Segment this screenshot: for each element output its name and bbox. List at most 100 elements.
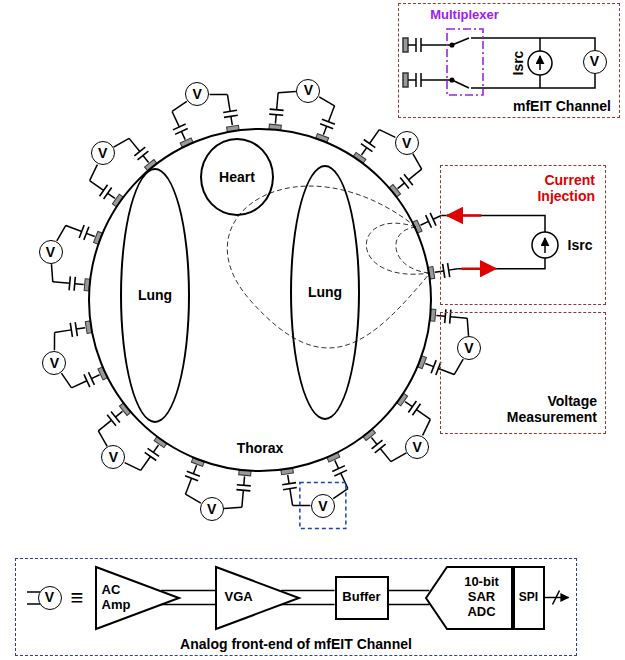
switch-pivot	[450, 43, 454, 47]
wire	[54, 333, 56, 351]
voltmeter-symbol: V	[395, 131, 419, 155]
spi-output	[545, 591, 569, 605]
node-label: V	[46, 244, 55, 260]
wire	[172, 101, 187, 111]
capacitor-plate	[332, 466, 345, 472]
heart-outline: Heart	[200, 138, 274, 216]
node-label: Voltage Measurement	[487, 393, 597, 425]
wire	[243, 476, 245, 485]
capacitor-plate	[443, 264, 445, 278]
shape-outline	[446, 28, 484, 96]
current-field-line	[396, 227, 430, 273]
source-label: Isrc	[510, 51, 526, 76]
wire	[421, 79, 452, 81]
electrode-pad	[397, 393, 408, 406]
multiplexer-box: Multiplexer	[446, 28, 484, 96]
adc-outline	[426, 567, 512, 629]
capacitor-plate	[75, 322, 77, 336]
wire	[421, 44, 452, 46]
wire	[323, 126, 326, 134]
current-field-line	[227, 186, 430, 348]
wire	[210, 94, 228, 96]
wire	[420, 221, 428, 225]
wire	[371, 438, 377, 445]
signal-wire	[389, 591, 430, 605]
node-label: V	[192, 86, 201, 102]
wire	[53, 282, 70, 283]
node-label: VGA	[225, 590, 253, 605]
node-label: Multiplexer	[430, 8, 499, 23]
node-label: V	[207, 501, 216, 517]
switch-blade	[452, 38, 469, 45]
lung-outline: Lung	[290, 165, 360, 420]
capacitor-plate	[364, 140, 375, 148]
electrode-pad	[363, 429, 375, 440]
wire	[172, 111, 179, 126]
wire	[90, 181, 104, 191]
injection-panel: Current Injection	[440, 165, 606, 305]
wire	[370, 130, 380, 144]
wire	[114, 138, 129, 147]
wire	[416, 410, 430, 420]
wire	[185, 478, 191, 494]
electrode-wiring	[51, 91, 558, 528]
wire	[379, 130, 395, 138]
current-source-symbol	[532, 232, 558, 258]
node-label: V	[109, 449, 118, 465]
vga-symbol: VGA	[215, 566, 300, 630]
capacitor-plate	[88, 372, 94, 385]
capacitor-plate	[269, 114, 283, 115]
electrode-pad	[180, 138, 193, 148]
node-label: Analog front-end of mfEIT Channel	[180, 636, 412, 652]
electrode-pad	[98, 367, 108, 380]
equivalence-sign: ≡	[71, 585, 84, 610]
capacitor-plate	[224, 115, 238, 117]
source-label: Isrc	[568, 237, 593, 253]
channel-panel: mfEIT ChannelMultiplexerV	[398, 3, 620, 118]
voltmeter-symbol: V	[583, 50, 607, 74]
wire	[115, 411, 122, 417]
wire	[224, 507, 242, 508]
wire	[471, 38, 595, 50]
capacitor-plate	[334, 470, 347, 476]
wire	[319, 97, 334, 106]
node-label: V	[98, 145, 107, 161]
voltmeter-symbol: V	[101, 445, 125, 469]
wire	[278, 91, 296, 92]
node-label: V	[464, 340, 473, 356]
wire	[391, 453, 406, 462]
wire	[277, 93, 278, 110]
wire	[408, 79, 416, 81]
voltmeter-symbol: V	[405, 435, 429, 459]
voltmeter-symbol: V	[91, 141, 115, 165]
triangle-outline	[216, 567, 299, 629]
capacitor-plate	[431, 360, 436, 373]
capacitor-plate	[187, 471, 200, 476]
wire	[76, 328, 85, 329]
lung-outline: Lung	[120, 168, 190, 423]
capacitor-plate	[237, 485, 251, 486]
spi-box: SPI	[513, 566, 545, 630]
highlight-box	[300, 483, 346, 529]
wire	[51, 264, 52, 282]
wire	[328, 106, 334, 122]
wire	[75, 283, 84, 285]
voltmeter-symbol: V	[38, 586, 62, 610]
wire	[425, 363, 433, 366]
wire	[193, 465, 196, 473]
wire	[441, 215, 545, 232]
wire	[408, 169, 421, 180]
switch-pivot	[450, 78, 454, 82]
current-arrow	[544, 238, 546, 253]
wire	[66, 225, 82, 231]
capacitor-plate	[282, 483, 296, 485]
voltmeter-symbol: V	[42, 351, 66, 375]
electrode-pad	[191, 457, 204, 466]
current-field-line	[366, 223, 430, 274]
voltmeter-symbol: V	[39, 240, 63, 264]
injection-arrow	[447, 214, 481, 217]
node-label: AC Amp	[102, 583, 142, 613]
wire	[275, 115, 277, 124]
triangle-outline	[96, 567, 179, 629]
capacitor-plate	[175, 128, 188, 134]
